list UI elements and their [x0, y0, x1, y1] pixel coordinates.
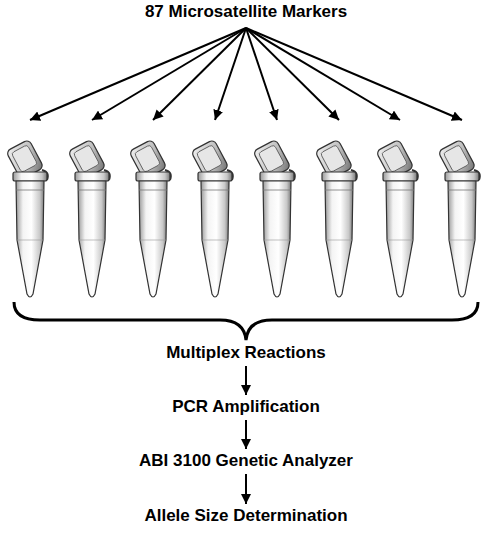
step-label: PCR Amplification	[76, 397, 416, 417]
fan-arrow	[246, 28, 462, 120]
curly-brace	[14, 302, 478, 340]
pcr-tube	[191, 139, 233, 297]
fan-arrow	[92, 28, 246, 120]
flow-arrow	[245, 366, 247, 395]
fan-arrow	[246, 28, 277, 120]
step-label: Allele Size Determination	[56, 506, 436, 526]
tube-row	[6, 139, 480, 297]
step-label: Multiplex Reactions	[76, 343, 416, 363]
pcr-tube	[68, 139, 110, 297]
fan-arrow	[246, 28, 339, 120]
fan-arrows	[30, 28, 462, 120]
fan-arrow	[215, 28, 246, 120]
fan-arrow	[246, 28, 400, 120]
step-label: 87 Microsatellite Markers	[96, 2, 396, 22]
flow-step: Multiplex Reactions	[76, 343, 416, 363]
fan-arrow	[153, 28, 246, 120]
fan-arrow	[30, 28, 246, 120]
pcr-tube	[253, 139, 295, 297]
flow-step: ABI 3100 Genetic Analyzer	[56, 451, 436, 471]
pcr-tube	[438, 139, 480, 297]
step-label: ABI 3100 Genetic Analyzer	[56, 451, 436, 471]
flow-step: PCR Amplification	[76, 397, 416, 417]
flow-step: Allele Size Determination	[56, 506, 436, 526]
flow-arrow	[245, 474, 247, 504]
pcr-tube	[376, 139, 418, 297]
pcr-tube	[6, 139, 48, 297]
flow-step: 87 Microsatellite Markers	[96, 2, 396, 22]
connector-layer	[246, 366, 247, 504]
pcr-tube	[129, 139, 171, 297]
pcr-tube	[315, 139, 357, 297]
flow-arrow	[245, 420, 247, 449]
